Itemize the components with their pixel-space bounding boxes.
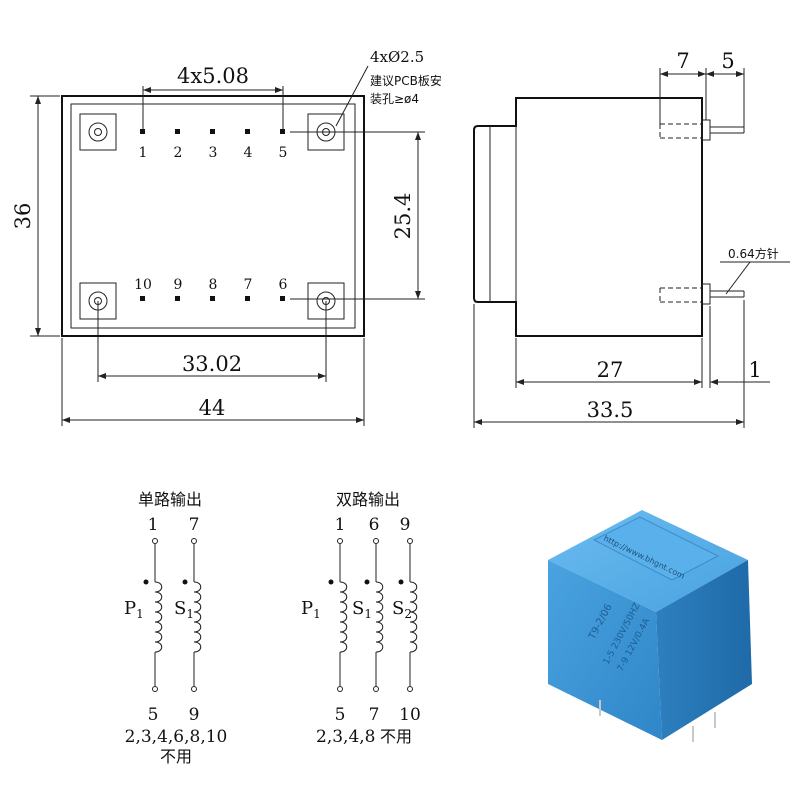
svg-text:装孔≥ø4: 装孔≥ø4	[370, 92, 419, 106]
svg-text:25.4: 25.4	[391, 193, 415, 240]
dim-row-spacing: 25.4	[290, 131, 425, 300]
side-pin-bottom	[659, 283, 745, 305]
primary-label: P1	[124, 598, 144, 621]
single-output-title: 单路输出	[138, 490, 202, 509]
pin-label-2: 2	[174, 145, 183, 161]
top-pin-row	[140, 129, 285, 134]
front-outline-outer	[61, 95, 365, 337]
svg-text:6: 6	[369, 515, 380, 535]
product-photo: http://www.bhgnt.com T9-2/06 1-5 230V/50…	[548, 510, 752, 742]
svg-text:9: 9	[189, 705, 200, 725]
side-view: 7 5 0.64方针 27 1 33.5	[473, 49, 790, 428]
svg-text:5: 5	[721, 49, 734, 73]
svg-text:0.64方针: 0.64方针	[728, 246, 779, 261]
secondary-coil	[182, 538, 202, 692]
dual-s2-label: S2	[392, 598, 412, 621]
pin-note: 0.64方针	[720, 246, 790, 295]
dim-width: 44	[61, 338, 365, 426]
pin-label-8: 8	[209, 277, 218, 293]
dual-s2-coil	[398, 538, 418, 692]
svg-text:44: 44	[199, 396, 226, 420]
svg-text:9: 9	[400, 515, 411, 535]
dual-s1-label: S1	[352, 598, 372, 621]
svg-text:10: 10	[399, 705, 421, 725]
pin-label-9: 9	[174, 277, 183, 293]
dual-unused-pins: 2,3,4,8	[316, 727, 375, 747]
dim-height: 36	[11, 95, 60, 337]
dual-output-schematic: 双路输出 1 6 9 P1 S1 S	[301, 490, 421, 747]
pin-label-6: 6	[279, 277, 288, 293]
hole-note: 4xØ2.5 建议PCB板安 装孔≥ø4	[335, 48, 442, 127]
svg-text:5: 5	[148, 705, 159, 725]
secondary-label: S1	[174, 598, 194, 621]
pin-label-1: 1	[139, 145, 148, 161]
svg-text:5: 5	[335, 705, 346, 725]
svg-text:33.02: 33.02	[182, 352, 242, 376]
pin-label-3: 3	[209, 145, 218, 161]
dual-unused-label: 不用	[380, 727, 412, 746]
svg-text:33.5: 33.5	[587, 398, 634, 422]
photo-side-face	[656, 560, 752, 740]
pin-label-4: 4	[244, 145, 253, 161]
front-view: 1 2 3 4 5 10 9 8 7 6 4x5.08 4xØ2.5 建议PCB…	[11, 48, 442, 426]
single-output-schematic: 单路输出 1 7 P1 S1 5 9 2,3,4,6,8,10 不用	[124, 490, 227, 766]
dim-total-depth: 33.5	[473, 300, 745, 428]
bottom-pin-row	[140, 296, 285, 301]
svg-text:4x5.08: 4x5.08	[177, 64, 249, 88]
pin-label-5: 5	[279, 145, 288, 161]
svg-text:7: 7	[369, 705, 380, 725]
photo-front-face	[548, 560, 662, 740]
svg-text:7: 7	[676, 49, 689, 73]
side-body-outline	[473, 97, 703, 337]
dim-body-depth: 27 1	[515, 306, 770, 388]
single-unused-pins: 2,3,4,6,8,10	[125, 727, 228, 747]
front-outline-inner	[70, 103, 356, 329]
dim-pin-pitch: 4x5.08	[142, 64, 284, 129]
primary-coil	[143, 538, 163, 692]
dual-primary-coil	[328, 538, 348, 692]
pin-label-10: 10	[134, 277, 152, 293]
svg-text:27: 27	[597, 358, 624, 382]
svg-text:4xØ2.5: 4xØ2.5	[370, 48, 424, 66]
dual-s1-coil	[364, 538, 384, 692]
svg-text:建议PCB板安: 建议PCB板安	[370, 73, 442, 88]
dual-primary-label: P1	[301, 598, 321, 621]
side-pin-top	[659, 119, 745, 141]
svg-text:36: 36	[11, 203, 35, 230]
single-unused-label: 不用	[160, 747, 192, 766]
svg-text:1: 1	[148, 515, 159, 535]
svg-text:1: 1	[748, 358, 761, 382]
dim-mount-spacing: 33.02	[97, 301, 327, 382]
dim-pin-depth: 7 5	[659, 49, 745, 127]
svg-text:1: 1	[335, 515, 346, 535]
pin-label-7: 7	[244, 277, 253, 293]
dual-output-title: 双路输出	[336, 490, 400, 509]
mount-pad-top-left	[79, 113, 117, 151]
svg-text:7: 7	[189, 515, 200, 535]
